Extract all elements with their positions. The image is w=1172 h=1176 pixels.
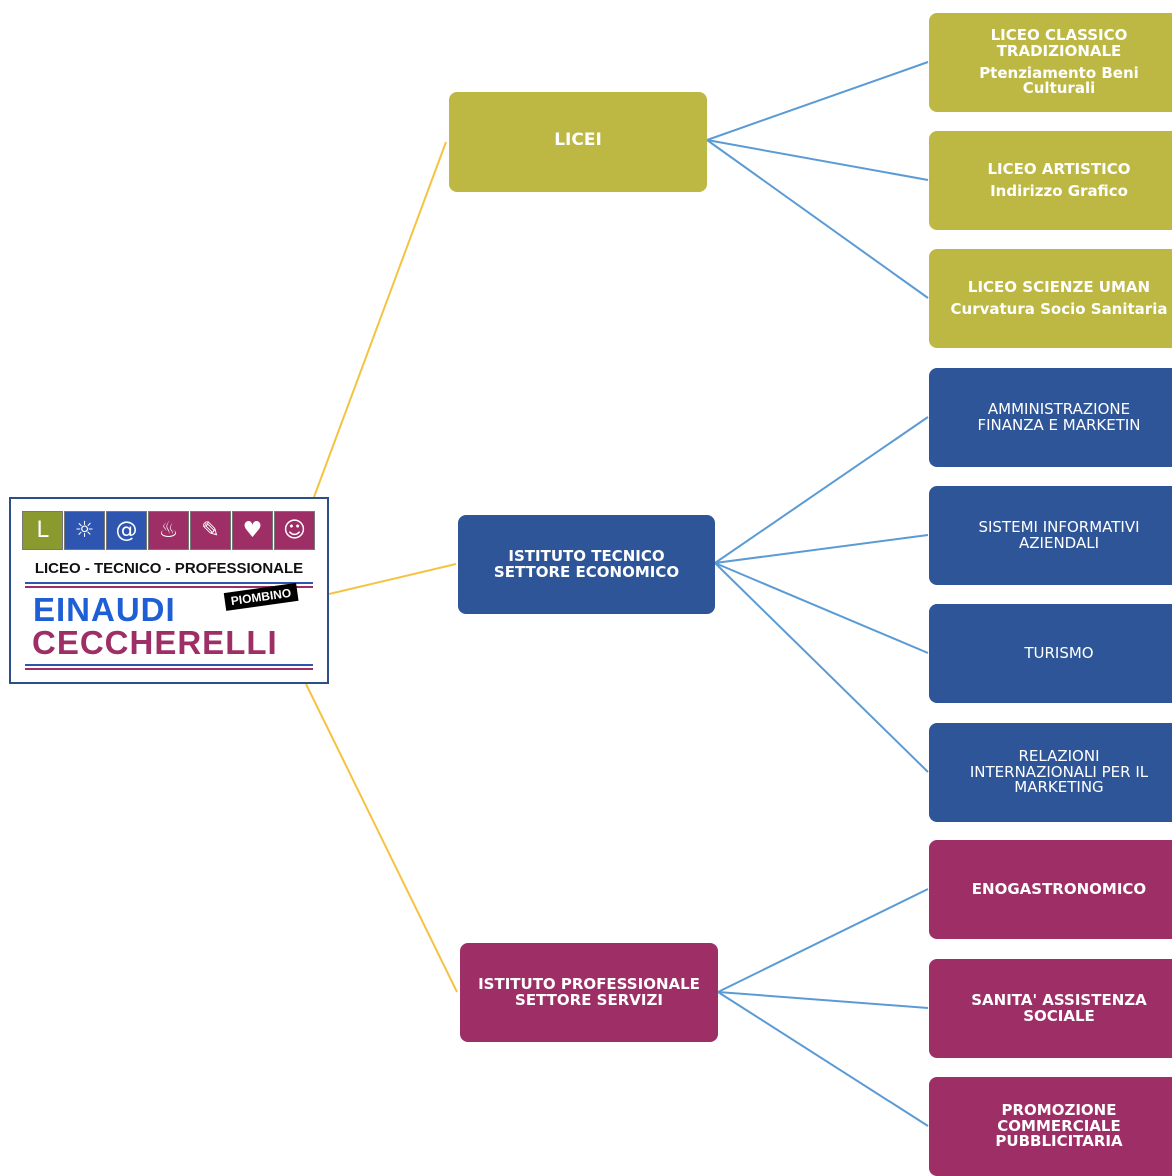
leaf-title: LICEO ARTISTICO [987, 159, 1131, 178]
logo-divider [25, 582, 313, 584]
connector-logo-licei [313, 141, 447, 498]
euro-at-icon: @ [106, 511, 147, 550]
node-licei: LICEI [449, 92, 707, 192]
leaf-sistemi-informativi-aziendali: SISTEMI INFORMATIVI AZIENDALI [929, 486, 1172, 585]
logo-divider [25, 586, 313, 588]
node-istituto-tecnico: ISTITUTO TECNICO SETTORE ECONOMICO [458, 515, 715, 614]
node-istituto-professionale: ISTITUTO PROFESSIONALE SETTORE SERVIZI [460, 943, 718, 1042]
leaf-title: LICEO CLASSICO TRADIZIONALE [990, 26, 1128, 60]
logo-divider [25, 668, 313, 670]
connector-tecnico-leaf [714, 416, 929, 564]
heart-check-icon: ♥ [232, 511, 273, 550]
leaf-title: LICEO SCIENZE UMAN [967, 277, 1151, 296]
leaf-title: RELAZIONI INTERNAZIONALI PER IL MARKETIN… [969, 746, 1149, 797]
leaf-subtitle: Indirizzo Grafico [990, 181, 1128, 200]
leaf-promozione-commerciale: PROMOZIONE COMMERCIALE PUBBLICITARIA [929, 1077, 1172, 1176]
connector-tecnico-leaf [714, 562, 929, 654]
connector-logo-professionale [305, 683, 458, 993]
logo-name-einaudi: EINAUDI [33, 591, 176, 628]
pen-icon: ✎ [190, 511, 231, 550]
leaf-title: PROMOZIONE COMMERCIALE PUBBLICITARIA [995, 1100, 1123, 1151]
leaf-liceo-artistico: LICEO ARTISTICO Indirizzo Grafico [929, 131, 1172, 230]
leaf-subtitle: Curvatura Socio Sanitaria [950, 299, 1168, 318]
leaf-liceo-classico: LICEO CLASSICO TRADIZIONALE Ptenziamento… [929, 13, 1172, 112]
leaf-relazioni-internazionali: RELAZIONI INTERNAZIONALI PER IL MARKETIN… [929, 723, 1172, 822]
leaf-title: AMMINISTRAZIONE FINANZA E MARKETIN [977, 399, 1141, 434]
leaf-title: TURISMO [1024, 643, 1094, 662]
leaf-subtitle: Ptenziamento Beni Culturali [979, 63, 1139, 98]
leaf-sanita-assistenza-sociale: SANITA' ASSISTENZA SOCIALE [929, 959, 1172, 1058]
leaf-liceo-scienze-umane: LICEO SCIENZE UMAN Curvatura Socio Sanit… [929, 249, 1172, 348]
connector-tecnico-leaf [714, 534, 929, 564]
connector-professionale-leaf [717, 991, 929, 1127]
connector-professionale-leaf [717, 888, 929, 993]
logo-divider [25, 664, 313, 666]
connector-professionale-leaf [717, 991, 929, 1009]
sun-icon: ☼ [64, 511, 105, 550]
leaf-enogastronomico: ENOGASTRONOMICO [929, 840, 1172, 939]
leaf-title: ENOGASTRONOMICO [971, 879, 1147, 898]
logo-name-ceccherelli: CECCHERELLI [32, 624, 278, 661]
children-icon: ☺ [274, 511, 315, 550]
connector-licei-leaf [706, 139, 929, 181]
connector-licei-leaf [706, 61, 929, 141]
leaf-title: SANITA' ASSISTENZA SOCIALE [971, 990, 1147, 1025]
connector-logo-tecnico [328, 563, 457, 595]
leaf-amministrazione-finanza-marketing: AMMINISTRAZIONE FINANZA E MARKETIN [929, 368, 1172, 467]
connector-licei-leaf [706, 139, 929, 299]
node-istituto-tecnico-label: ISTITUTO TECNICO SETTORE ECONOMICO [493, 546, 680, 581]
logo-subtitle: LICEO - TECNICO - PROFESSIONALE [34, 560, 304, 577]
node-licei-label: LICEI [554, 130, 602, 151]
letter-l-icon: L [22, 511, 63, 550]
node-istituto-professionale-label: ISTITUTO PROFESSIONALE SETTORE SERVIZI [478, 974, 700, 1009]
connector-tecnico-leaf [714, 562, 929, 773]
chef-hat-icon: ♨ [148, 511, 189, 550]
leaf-title: SISTEMI INFORMATIVI AZIENDALI [978, 517, 1140, 552]
school-logo: L ☼ @ ♨ ✎ ♥ ☺ LICEO - TECNICO - PROFESSI… [9, 497, 329, 684]
leaf-turismo: TURISMO [929, 604, 1172, 703]
